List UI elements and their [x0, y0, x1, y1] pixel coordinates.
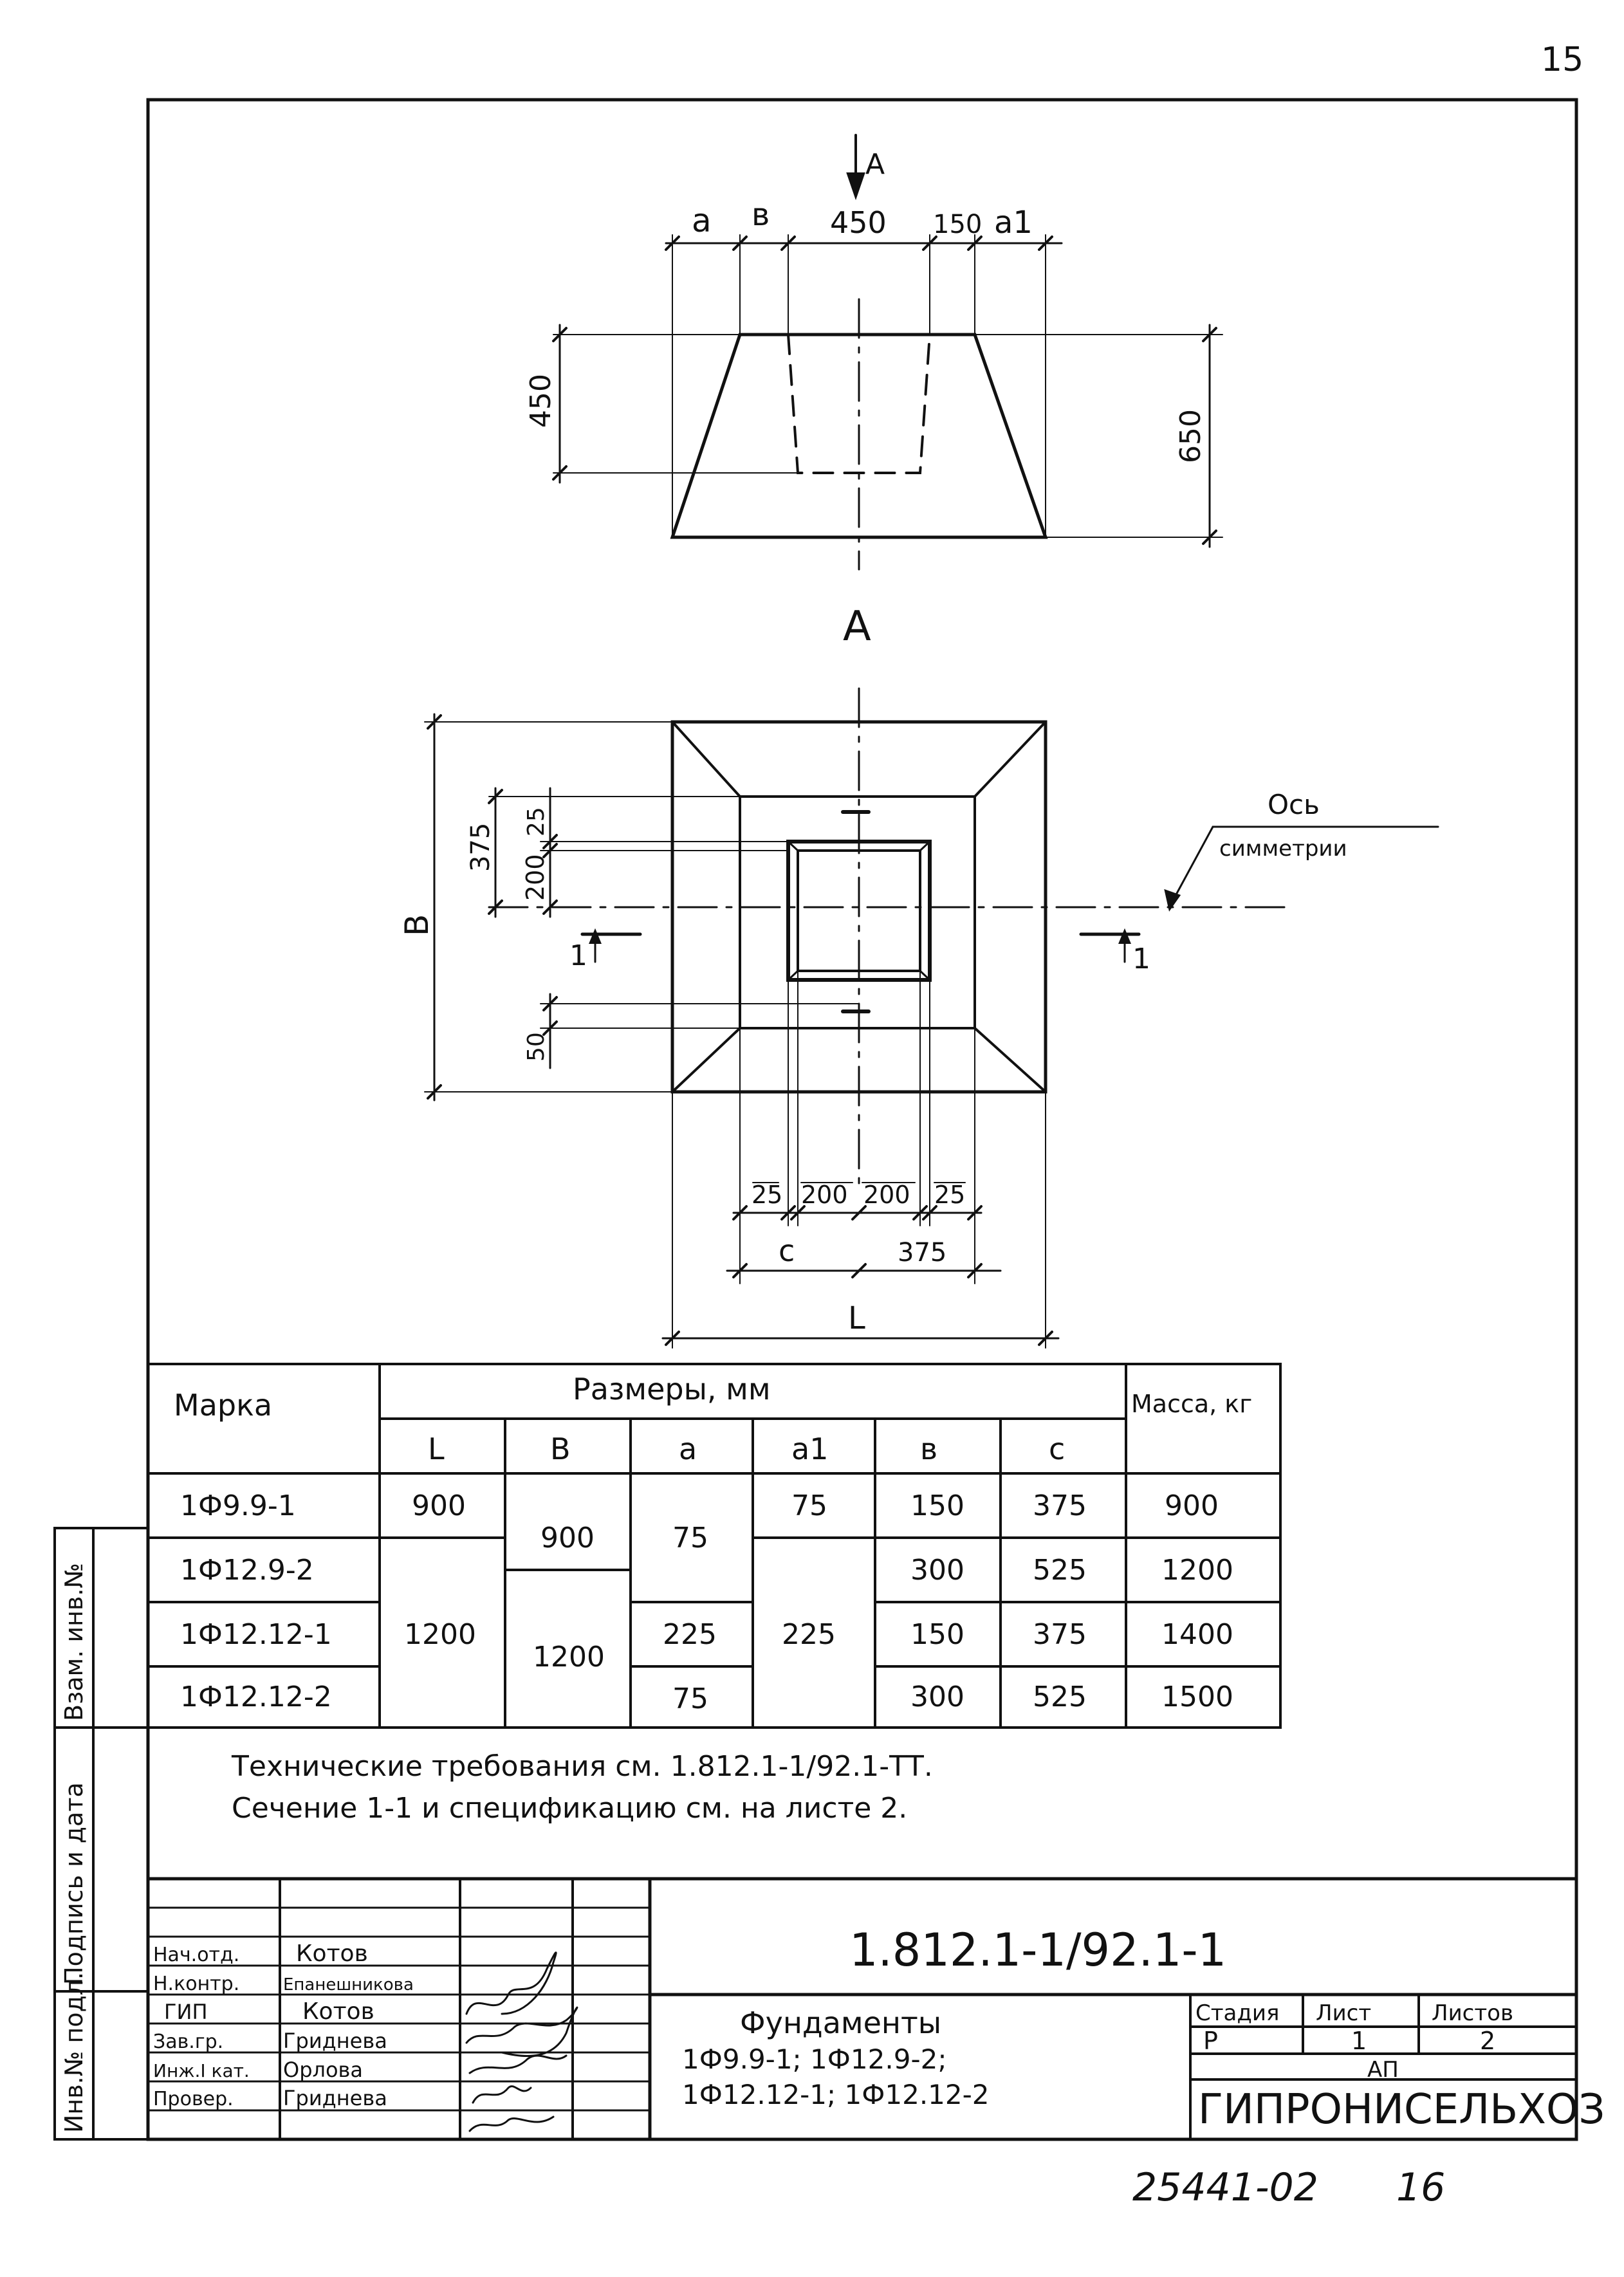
page-number: 15	[1541, 41, 1583, 79]
dim-375-left: 375	[466, 823, 495, 872]
row-3-a: 225	[663, 1618, 717, 1651]
table-header-sizes: Размеры, мм	[573, 1372, 771, 1406]
note-line-1: Технические требования см. 1.812.1-1/92.…	[231, 1750, 933, 1783]
dim-a1: a1	[994, 205, 1033, 241]
dim-L: L	[848, 1300, 865, 1336]
person-6-role: Провер.	[153, 2088, 234, 2110]
title-block	[146, 1877, 1578, 2141]
row-1to2-a: 75	[672, 1522, 708, 1554]
row-1-b: 150	[910, 1489, 964, 1522]
row-2-mark: 1Ф12.9-2	[180, 1554, 314, 1587]
row-2-b: 300	[910, 1554, 964, 1587]
row-1-mass: 900	[1165, 1489, 1219, 1522]
table-sub-c: c	[1049, 1432, 1065, 1466]
side-sign-date: Подпись и дата	[60, 1782, 88, 1985]
stage-value: Р	[1203, 2027, 1218, 2055]
person-1-name: Котов	[296, 1941, 368, 1967]
view-arrow-label: A	[865, 148, 885, 181]
person-3-role: ГИП	[164, 2000, 208, 2024]
title-line-2: 1Ф9.9-1; 1Ф12.9-2;	[682, 2043, 946, 2075]
dim-650-right: 650	[1174, 409, 1207, 463]
person-2-role: Н.контр.	[153, 1973, 239, 1995]
elevation-view: A a в 450 150 a1 450	[524, 134, 1223, 571]
axis-label-line1: Ось	[1268, 789, 1320, 820]
row-2-c: 525	[1033, 1554, 1087, 1587]
signatures	[465, 1951, 578, 2132]
row-4-c: 525	[1033, 1681, 1087, 1713]
stage-label: Стадия	[1195, 2000, 1279, 2026]
row-1to2-B: 900	[540, 1522, 595, 1554]
table-sub-B: B	[550, 1432, 571, 1466]
row-2-mass: 1200	[1161, 1554, 1233, 1587]
table-sub-a1: a1	[791, 1432, 828, 1466]
dim-200-left: 200	[521, 854, 549, 901]
row-3-b: 150	[910, 1618, 964, 1651]
dim-25-bottom-b: 25	[934, 1181, 965, 1209]
note-line-2: Сечение 1-1 и спецификацию см. на листе …	[232, 1792, 907, 1825]
person-3-name: Котов	[302, 1998, 374, 2025]
dim-50-left: 50	[523, 1032, 549, 1062]
dim-25-bottom-a: 25	[752, 1181, 782, 1209]
person-4-name: Гриднева	[283, 2029, 387, 2053]
row-4-a: 75	[672, 1682, 708, 1715]
side-strip	[53, 1527, 149, 2141]
row-1-a1: 75	[791, 1489, 827, 1522]
sheet-label: Лист	[1316, 2000, 1371, 2026]
table-sub-b: в	[920, 1432, 937, 1466]
row-3-mark: 1Ф12.12-1	[180, 1618, 332, 1651]
row-4-mark: 1Ф12.12-2	[180, 1681, 332, 1713]
title-line-1: Фундаменты	[740, 2005, 941, 2040]
dim-c: c	[779, 1233, 795, 1268]
section-right: 1	[1132, 943, 1150, 975]
person-1-role: Нач.отд.	[153, 1944, 239, 1966]
row-1-L: 900	[412, 1489, 466, 1522]
row-2to4-a1: 225	[782, 1618, 836, 1651]
person-4-role: Зав.гр.	[153, 2031, 223, 2053]
side-replace-inv: Взам. инв.№	[60, 1563, 88, 1721]
table-sub-a: a	[679, 1432, 697, 1466]
dim-200-bottom-a: 200	[801, 1181, 848, 1209]
section-left: 1	[569, 939, 587, 972]
row-1-mark: 1Ф9.9-1	[180, 1489, 296, 1522]
dim-a: a	[692, 202, 712, 239]
plan-view: A Ось симметрии 1	[398, 603, 1439, 1349]
table-header-mass: Масса, кг	[1131, 1390, 1252, 1418]
sheet-value: 1	[1351, 2027, 1367, 2055]
title-line-3: 1Ф12.12-1; 1Ф12.12-2	[682, 2079, 989, 2110]
dimensions-table	[147, 1363, 1282, 1729]
sheet-frame	[146, 98, 1578, 2141]
person-5-role: Инж.I кат.	[153, 2060, 250, 2081]
dim-375-bottom: 375	[898, 1238, 946, 1268]
person-2-name: Епанешникова	[283, 1975, 414, 1995]
row-4-b: 300	[910, 1681, 964, 1713]
dim-B: B	[398, 914, 436, 936]
row-2to4-L: 1200	[404, 1618, 476, 1651]
plan-view-title: A	[843, 603, 871, 650]
row-3-c: 375	[1033, 1618, 1087, 1651]
row-1-c: 375	[1033, 1489, 1087, 1522]
table-header-mark: Марка	[174, 1388, 272, 1423]
sheets-label: Листов	[1432, 2000, 1513, 2026]
sheets-value: 2	[1480, 2027, 1495, 2055]
dim-150-top: 150	[933, 210, 982, 239]
dim-200-bottom-b: 200	[863, 1181, 910, 1209]
axis-label-line2: симметрии	[1219, 836, 1347, 862]
dim-25-left: 25	[523, 807, 549, 836]
bottom-code: 25441-02	[1132, 2165, 1318, 2210]
row-4-mass: 1500	[1161, 1681, 1233, 1713]
side-inv-orig: Инв.№ подл.	[60, 1972, 88, 2133]
table-sub-L: L	[428, 1432, 445, 1466]
row-3-mass: 1400	[1161, 1618, 1233, 1651]
doc-code: 1.812.1-1/92.1-1	[849, 1924, 1226, 1977]
row-3to4-B: 1200	[533, 1641, 605, 1673]
person-5-name: Орлова	[283, 2058, 363, 2082]
person-6-name: Гриднева	[283, 2086, 387, 2110]
bottom-number: 16	[1396, 2165, 1445, 2210]
dim-450-top: 450	[830, 205, 887, 240]
dim-b: в	[752, 197, 770, 233]
org-name: ГИПРОНИСЕЛЬХОЗ	[1198, 2086, 1605, 2134]
dim-450-left: 450	[524, 374, 557, 428]
org-top: АП	[1367, 2057, 1399, 2083]
